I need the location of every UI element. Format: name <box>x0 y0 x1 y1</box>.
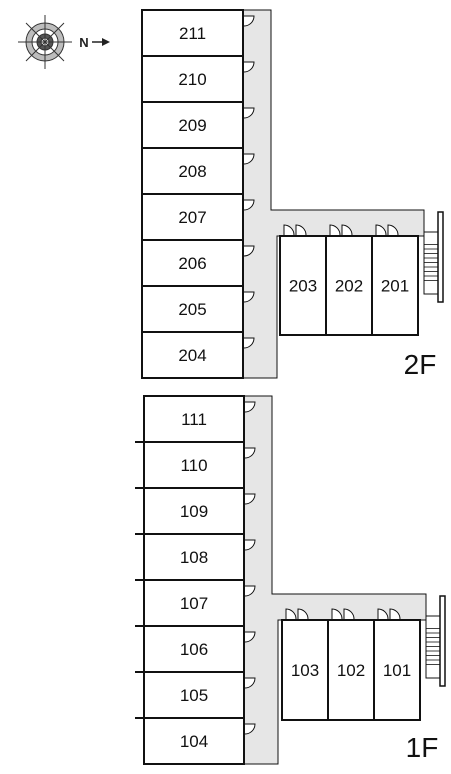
door-icon <box>295 224 307 236</box>
door-icon <box>243 337 255 349</box>
door-icon <box>341 224 353 236</box>
room-number: 204 <box>178 346 206 365</box>
staircase <box>423 231 439 295</box>
door-icon <box>297 608 309 620</box>
door-icon <box>244 677 256 689</box>
door-icon <box>343 608 355 620</box>
floor-1-plan: 111 110 109 108 107 106 105 104 103 102 101 1F <box>135 395 446 765</box>
room-number: 102 <box>337 661 365 680</box>
door-icon <box>329 224 341 236</box>
room-number: 205 <box>178 300 206 319</box>
room-number: 110 <box>180 456 207 475</box>
room-number: 105 <box>180 686 208 705</box>
room-number: 209 <box>178 116 206 135</box>
room-number: 202 <box>335 277 363 296</box>
room-number: 203 <box>289 277 317 296</box>
room-number: 111 <box>181 410 207 429</box>
floor-label: 2F <box>404 349 437 380</box>
room-number: 206 <box>178 254 206 273</box>
door-icon <box>285 608 297 620</box>
floor-2-plan: 211 210 209 208 207 206 205 204 203 202 201 2F <box>141 9 444 380</box>
room-number: 104 <box>180 732 208 751</box>
room-number: 211 <box>179 24 206 43</box>
door-icon <box>244 631 256 643</box>
door-icon <box>389 608 401 620</box>
floor-label: 1F <box>406 732 439 763</box>
door-icon <box>387 224 399 236</box>
door-icon <box>243 245 255 257</box>
door-icon <box>283 224 295 236</box>
door-icon <box>244 585 256 597</box>
door-icon <box>243 153 255 165</box>
room-number: 109 <box>180 502 208 521</box>
stair-wall <box>439 595 446 687</box>
room-number: 106 <box>180 640 208 659</box>
door-icon <box>244 539 256 551</box>
door-icon <box>243 107 255 119</box>
north-arrow-head <box>102 38 110 46</box>
stair-wall <box>437 211 444 303</box>
door-icon <box>243 199 255 211</box>
room-number: 107 <box>180 594 208 613</box>
room-number: 207 <box>178 208 206 227</box>
door-icon <box>244 447 256 459</box>
room-number: 201 <box>381 277 409 296</box>
compass-icon: N <box>18 15 110 69</box>
east-block <box>279 235 419 336</box>
door-icon <box>244 493 256 505</box>
door-icon <box>243 15 255 27</box>
east-block <box>281 619 421 721</box>
room-number: 108 <box>180 548 208 567</box>
staircase <box>425 615 441 679</box>
door-icon <box>375 224 387 236</box>
north-label: N <box>79 35 88 50</box>
door-icon <box>331 608 343 620</box>
room-number: 101 <box>383 661 411 680</box>
door-icon <box>243 291 255 303</box>
room-number: 210 <box>178 70 206 89</box>
door-icon <box>244 401 256 413</box>
door-icon <box>243 61 255 73</box>
door-icon <box>377 608 389 620</box>
door-icon <box>244 723 256 735</box>
room-number: 103 <box>291 661 319 680</box>
room-number: 208 <box>178 162 206 181</box>
